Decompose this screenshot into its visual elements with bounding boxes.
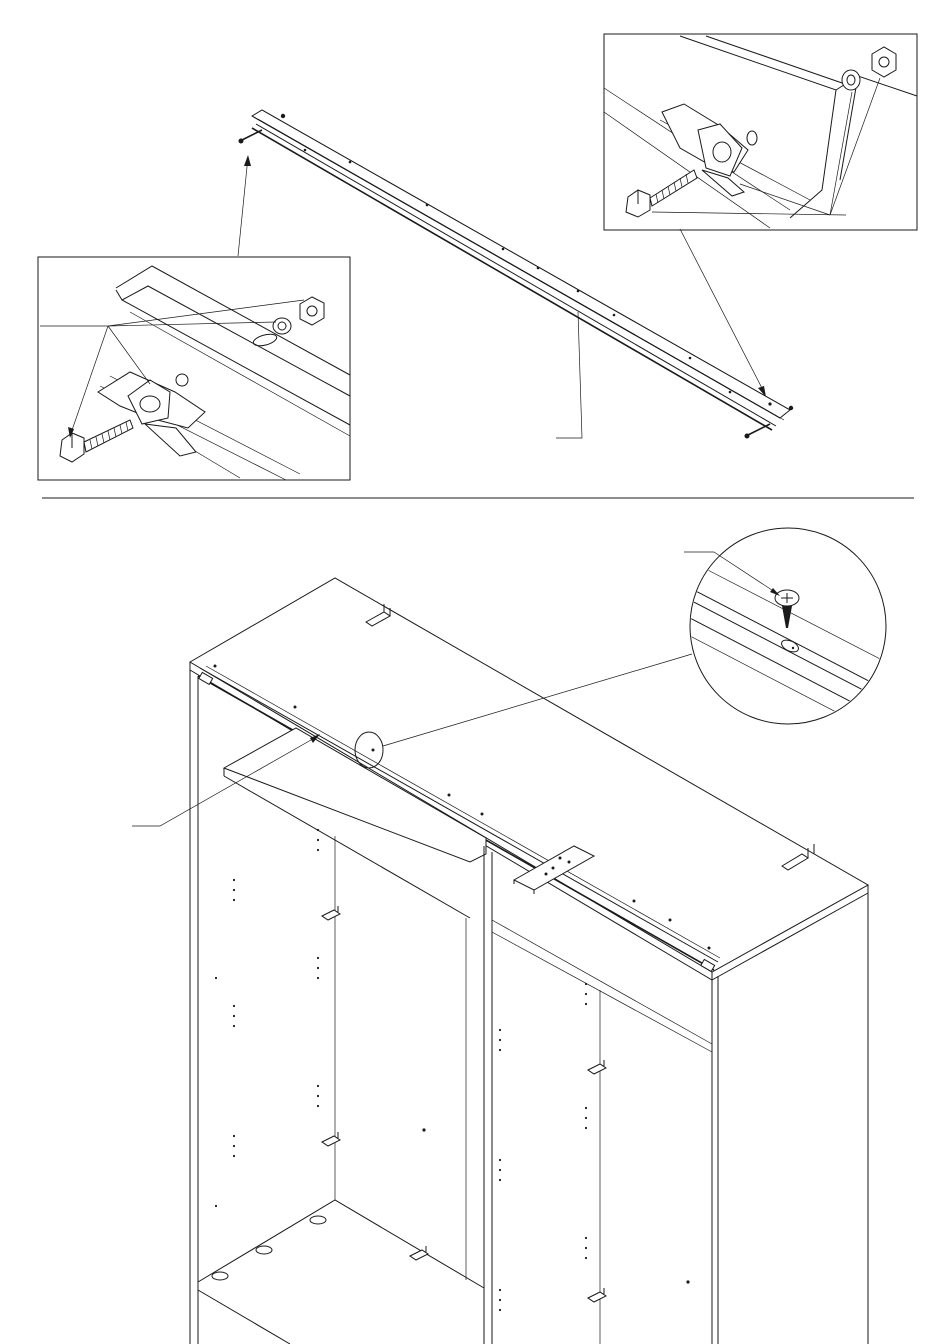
clamp-icon [98, 372, 205, 456]
right-end-bolt-detail [604, 34, 917, 230]
left-detail-connector [238, 157, 248, 256]
washer-icon [273, 318, 291, 334]
hex-bolt-icon [626, 170, 697, 217]
floor-glides [212, 1216, 326, 1280]
hinge-bracket [588, 1060, 606, 1074]
hex-bolt-icon [60, 420, 133, 462]
right-side-panel [712, 893, 868, 1344]
hex-bolt-icon [239, 130, 263, 144]
screw-icon [775, 590, 799, 628]
screw-detail [684, 528, 886, 738]
right-detail-connector [680, 229, 765, 394]
rail-holes [304, 149, 732, 394]
hex-bolt-icon [745, 424, 771, 439]
bottom-panel [198, 1200, 484, 1288]
step-2-wardrobe [132, 528, 886, 1344]
hex-nut-icon [281, 114, 285, 118]
hinge-bracket [322, 906, 340, 920]
hinge-bracket [322, 1132, 340, 1146]
rail-part-leader [556, 312, 582, 438]
center-divider-panel [466, 846, 492, 1344]
left-end-bolt-detail [38, 257, 350, 480]
hinge-bracket [588, 1288, 606, 1302]
hex-nut-icon [300, 297, 324, 325]
left-side-panel [190, 670, 198, 1344]
washer-icon [842, 70, 860, 90]
step-1-rail-assembly [38, 34, 917, 480]
hex-nut-icon [872, 47, 896, 77]
hex-nut-icon [789, 406, 793, 410]
hinge-bracket [410, 1246, 428, 1260]
